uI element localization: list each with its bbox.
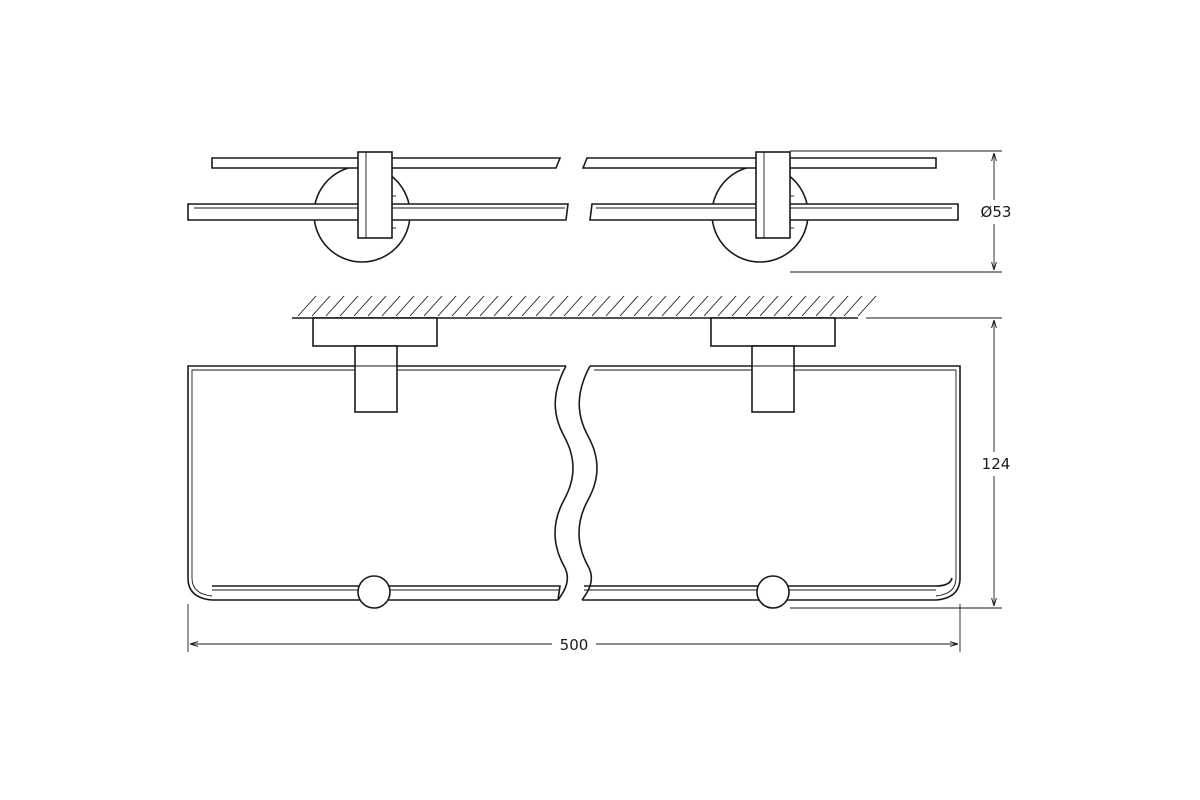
length-label: 500 bbox=[560, 636, 589, 654]
break-lines bbox=[554, 365, 598, 601]
hatch-stroke bbox=[479, 295, 499, 317]
glass-shelf bbox=[187, 365, 961, 601]
hatch-stroke bbox=[857, 295, 877, 317]
hatch-stroke bbox=[437, 295, 457, 317]
hatch-stroke bbox=[619, 295, 639, 317]
hatch-stroke bbox=[297, 295, 317, 317]
hatch-stroke bbox=[717, 295, 737, 317]
right-mount-plate bbox=[710, 317, 836, 347]
hatch-stroke bbox=[801, 295, 821, 317]
hatch-stroke bbox=[703, 295, 723, 317]
hatch-stroke bbox=[605, 295, 625, 317]
hatch-stroke bbox=[591, 295, 611, 317]
hatch-stroke bbox=[577, 295, 597, 317]
hatch-stroke bbox=[521, 295, 541, 317]
diameter-dimension: Ø53 bbox=[790, 150, 1014, 273]
right-rail-knob bbox=[756, 575, 790, 609]
front-view: 124 500 bbox=[187, 295, 1014, 655]
hatch-stroke bbox=[745, 295, 765, 317]
hatch-stroke bbox=[409, 295, 429, 317]
length-dimension: 500 bbox=[187, 604, 961, 655]
left-mount-plate bbox=[312, 317, 438, 347]
hatch-stroke bbox=[353, 295, 373, 317]
left-holder-arm bbox=[357, 151, 396, 239]
hatch-stroke bbox=[451, 295, 471, 317]
hatch-stroke bbox=[647, 295, 667, 317]
hatch-stroke bbox=[493, 295, 513, 317]
left-holder-post bbox=[354, 345, 398, 413]
hatch-stroke bbox=[423, 295, 443, 317]
height-label: 124 bbox=[982, 455, 1011, 473]
hatch-stroke bbox=[759, 295, 779, 317]
top-view: Ø53 bbox=[187, 150, 1014, 273]
right-holder-arm bbox=[755, 151, 794, 239]
hatch-stroke bbox=[535, 295, 555, 317]
hatch-stroke bbox=[367, 295, 387, 317]
wall-hatching bbox=[292, 295, 877, 319]
hatch-stroke bbox=[787, 295, 807, 317]
glass-edge-top-view bbox=[187, 203, 959, 221]
hatch-stroke bbox=[381, 295, 401, 317]
hatch-stroke bbox=[339, 295, 359, 317]
rear-rail bbox=[211, 157, 937, 169]
hatch-stroke bbox=[549, 295, 569, 317]
hatch-stroke bbox=[563, 295, 583, 317]
diameter-label: Ø53 bbox=[981, 203, 1012, 221]
hatch-stroke bbox=[311, 295, 331, 317]
hatch-stroke bbox=[325, 295, 345, 317]
hatch-stroke bbox=[507, 295, 527, 317]
hatch-stroke bbox=[661, 295, 681, 317]
hatch-stroke bbox=[815, 295, 835, 317]
left-rail-knob bbox=[357, 575, 391, 609]
height-dimension: 124 bbox=[790, 317, 1014, 609]
hatch-stroke bbox=[731, 295, 751, 317]
hatch-stroke bbox=[689, 295, 709, 317]
hatch-stroke bbox=[395, 295, 415, 317]
hatch-stroke bbox=[773, 295, 793, 317]
right-holder-post bbox=[751, 345, 795, 413]
hatch-stroke bbox=[829, 295, 849, 317]
hatch-stroke bbox=[465, 295, 485, 317]
hatch-stroke bbox=[633, 295, 653, 317]
hatch-stroke bbox=[675, 295, 695, 317]
hatch-stroke bbox=[843, 295, 863, 317]
